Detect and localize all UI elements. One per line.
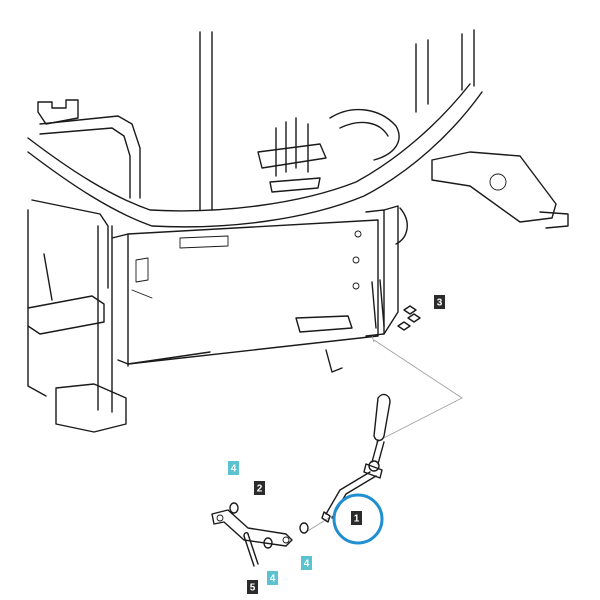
callout-4-bottom: 4 — [267, 571, 278, 585]
callout-4-top: 4 — [228, 461, 239, 475]
chassis-frame — [27, 29, 569, 433]
part-1-lever — [321, 393, 391, 523]
part-5-pin — [243, 532, 259, 567]
callout-1: 1 — [351, 511, 362, 525]
leader-lines — [305, 335, 463, 533]
part-4-washers — [229, 502, 309, 549]
highlight-circle — [332, 493, 384, 545]
callout-2-label: 2 — [257, 484, 263, 495]
part-2-link — [211, 509, 293, 547]
callout-4-right: 4 — [301, 556, 312, 570]
callout-3-label: 3 — [437, 298, 443, 309]
callout-4-top-label: 4 — [231, 464, 237, 475]
callout-5-label: 5 — [250, 583, 256, 594]
callout-3: 3 — [434, 295, 445, 309]
part-3-bolts — [397, 305, 421, 331]
callout-4-right-label: 4 — [304, 559, 310, 570]
callout-5: 5 — [247, 580, 258, 594]
callout-2: 2 — [254, 481, 265, 495]
callout-1-label: 1 — [354, 514, 360, 525]
callout-4-bottom-label: 4 — [270, 574, 276, 585]
